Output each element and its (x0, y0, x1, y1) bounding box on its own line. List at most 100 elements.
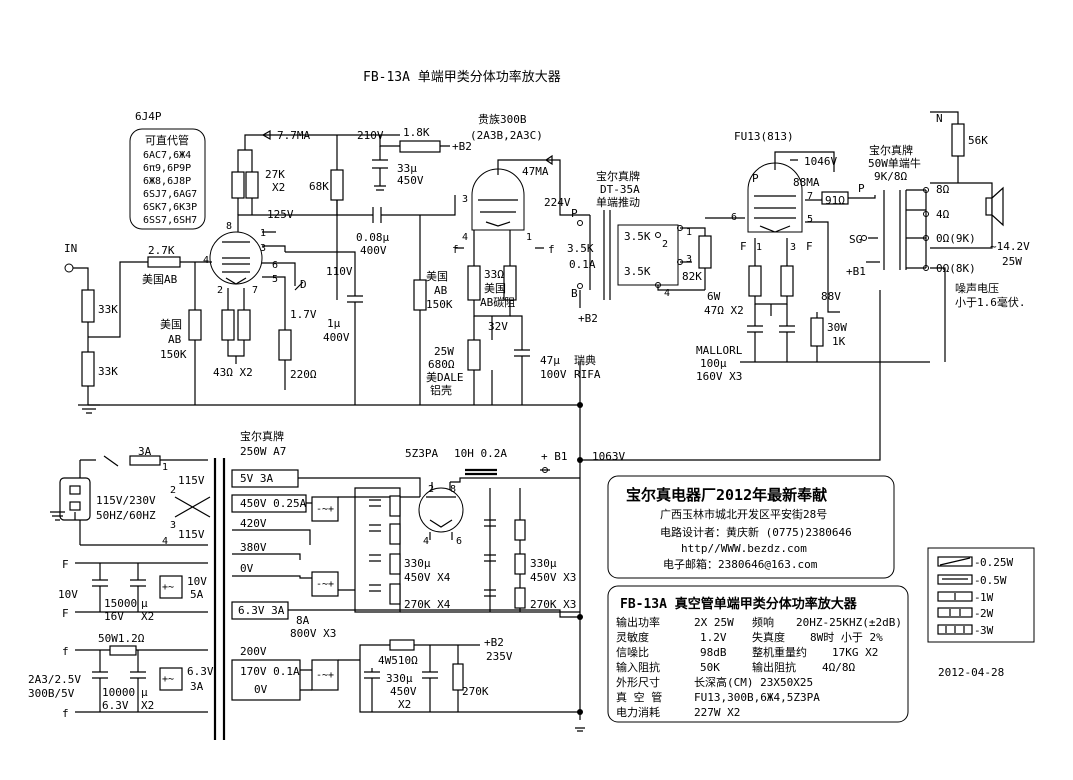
heater-3a: 3A (190, 680, 204, 693)
spec-label: 失真度 (752, 630, 785, 644)
factory-title: 宝尔真电器厂2012年最新奉献 (626, 486, 827, 504)
c008-label-b: 400V (360, 244, 387, 257)
noise-value: 小于1.6毫伏. (955, 295, 1026, 309)
secondary-0v-b: 0V (254, 683, 268, 696)
resistor-56k (951, 123, 965, 157)
resistor-82k (698, 235, 712, 269)
factory-box (607, 475, 895, 579)
svg-text:2W: 2W (980, 607, 994, 620)
substitute-5: 6SK7,6K3P (143, 202, 197, 213)
bank1-cap-rating: 450V X4 (404, 571, 451, 584)
secondary-8a: 8A (296, 614, 310, 627)
r43-label: 43Ω X2 (213, 366, 253, 379)
svg-text:4: 4 (462, 232, 468, 243)
feedback-n-label: N (936, 112, 943, 125)
voltage-32: 32V (488, 320, 508, 333)
resistor-43-a (221, 309, 235, 341)
r150k-label-a: 美国 (160, 318, 182, 331)
voltage-1063: 1063V (592, 450, 625, 463)
spec-label: 外形尺寸 (616, 675, 660, 689)
b2-cap-value: 330μ (386, 672, 413, 685)
pin-7: 7 (252, 285, 258, 296)
resistor-33k-top (81, 289, 95, 323)
current-88ma: 88MA (793, 176, 820, 189)
heater2-a: 2A3/2.5V (28, 673, 81, 686)
b1-label-b: + B1 (541, 450, 568, 463)
driver-xfmr-model: DT-35A (600, 183, 640, 196)
secondary-5v: 5V 3A (240, 472, 273, 485)
svg-text:8: 8 (450, 484, 456, 495)
legend-item-3w: 3W- (937, 624, 994, 637)
pin-4: 4 (203, 255, 209, 266)
tube-6j4p-symbol (209, 231, 263, 285)
svg-text:2: 2 (662, 239, 668, 250)
pin-5: 5 (272, 274, 278, 285)
resistor-33-b (503, 265, 517, 301)
heater-5a-label: 5A (190, 588, 204, 601)
svg-text:-: - (974, 574, 981, 587)
r82k-label: 82K (682, 270, 702, 283)
c1u-label-a: 1μ (327, 317, 341, 330)
svg-text:4: 4 (664, 288, 670, 299)
resistor-1k-30w (810, 317, 824, 347)
svg-text:1W: 1W (980, 591, 994, 604)
spec-value: 50K (700, 661, 720, 674)
tube-fu13-symbol (747, 162, 803, 233)
resistor-legend (927, 547, 1035, 643)
secondary-420v: 420V (240, 517, 267, 530)
r150k-300b-b: AB (434, 284, 448, 297)
output-0-9k: 0Ω(9K) (936, 232, 976, 245)
heater-cap-16v: 16V (104, 610, 124, 623)
r47-label: 47Ω X2 (704, 304, 744, 317)
resistor-150k-grid (188, 309, 202, 341)
bank1-cap-value: 330μ (404, 557, 431, 570)
tube-6j4p-label: 6J4P (135, 110, 162, 123)
resistor-510 (389, 639, 415, 651)
c100u-label: 100μ (700, 357, 727, 370)
resistor-33-a (467, 265, 481, 301)
diagram-date: 2012-04-28 (938, 666, 1004, 679)
noise-label: 噪声电压 (955, 281, 999, 295)
heater-bridge-2 (159, 667, 183, 691)
svg-text:0.25W: 0.25W (980, 556, 1013, 569)
r27k-x2-a: 27K (265, 168, 285, 181)
svg-text:5: 5 (807, 214, 813, 225)
tube-5z3pa-symbol (418, 487, 464, 533)
r510-label: 4W510Ω (378, 654, 418, 667)
output-xfmr-model: 50W单端牛 (868, 156, 921, 170)
heater-f-c: f (62, 645, 69, 658)
resistor-680 (467, 339, 481, 371)
mains-voltage: 115V/230V (96, 494, 156, 507)
pin-p-driver: P (571, 207, 578, 220)
r680-label-d: 铝壳 (430, 383, 452, 397)
driver-0-1a: 0.1A (569, 258, 596, 271)
svg-text:-∼+: -∼+ (316, 579, 334, 590)
svg-text:-: - (974, 556, 981, 569)
svg-text:3: 3 (686, 254, 692, 265)
pin-d-label: D (300, 278, 307, 291)
heater-cap-x2: X2 (141, 610, 154, 623)
pin-6: 6 (272, 260, 278, 271)
tube-300b-label: 贵族300B (478, 112, 527, 126)
spec-value: 2X 25W (694, 616, 734, 629)
svg-text:+∼: +∼ (162, 582, 174, 593)
voltage-110: 110V (326, 265, 353, 278)
spec-label: 电力消耗 (616, 705, 660, 719)
r33-label-a: 33Ω (484, 268, 504, 281)
voltage-210: 210V (357, 129, 384, 142)
resistor-47-b (780, 265, 794, 297)
spec-label: 整机重量约 (752, 645, 807, 659)
svg-text:1: 1 (526, 232, 532, 243)
substitute-4: 6SJ7,6AG7 (143, 189, 197, 200)
pin-1: 1 (260, 228, 266, 239)
driver-3k5-c: 3.5K (624, 265, 651, 278)
substitutes-box: 可直代管 6AC7,6Ж4 6π9,6P9P 6Ж8,6J8P 6SJ7,6AG… (129, 128, 206, 230)
pin-8: 8 (226, 221, 232, 232)
svg-text:-∼+: -∼+ (316, 504, 334, 515)
filament-f2: f (548, 243, 555, 256)
svg-text:1: 1 (686, 227, 692, 238)
spec-label: 频响 (752, 615, 774, 629)
output-xfmr-ratio: 9K/8Ω (874, 170, 907, 183)
spec-label: 信噪比 (616, 646, 649, 659)
filament-f4: F (806, 240, 813, 253)
